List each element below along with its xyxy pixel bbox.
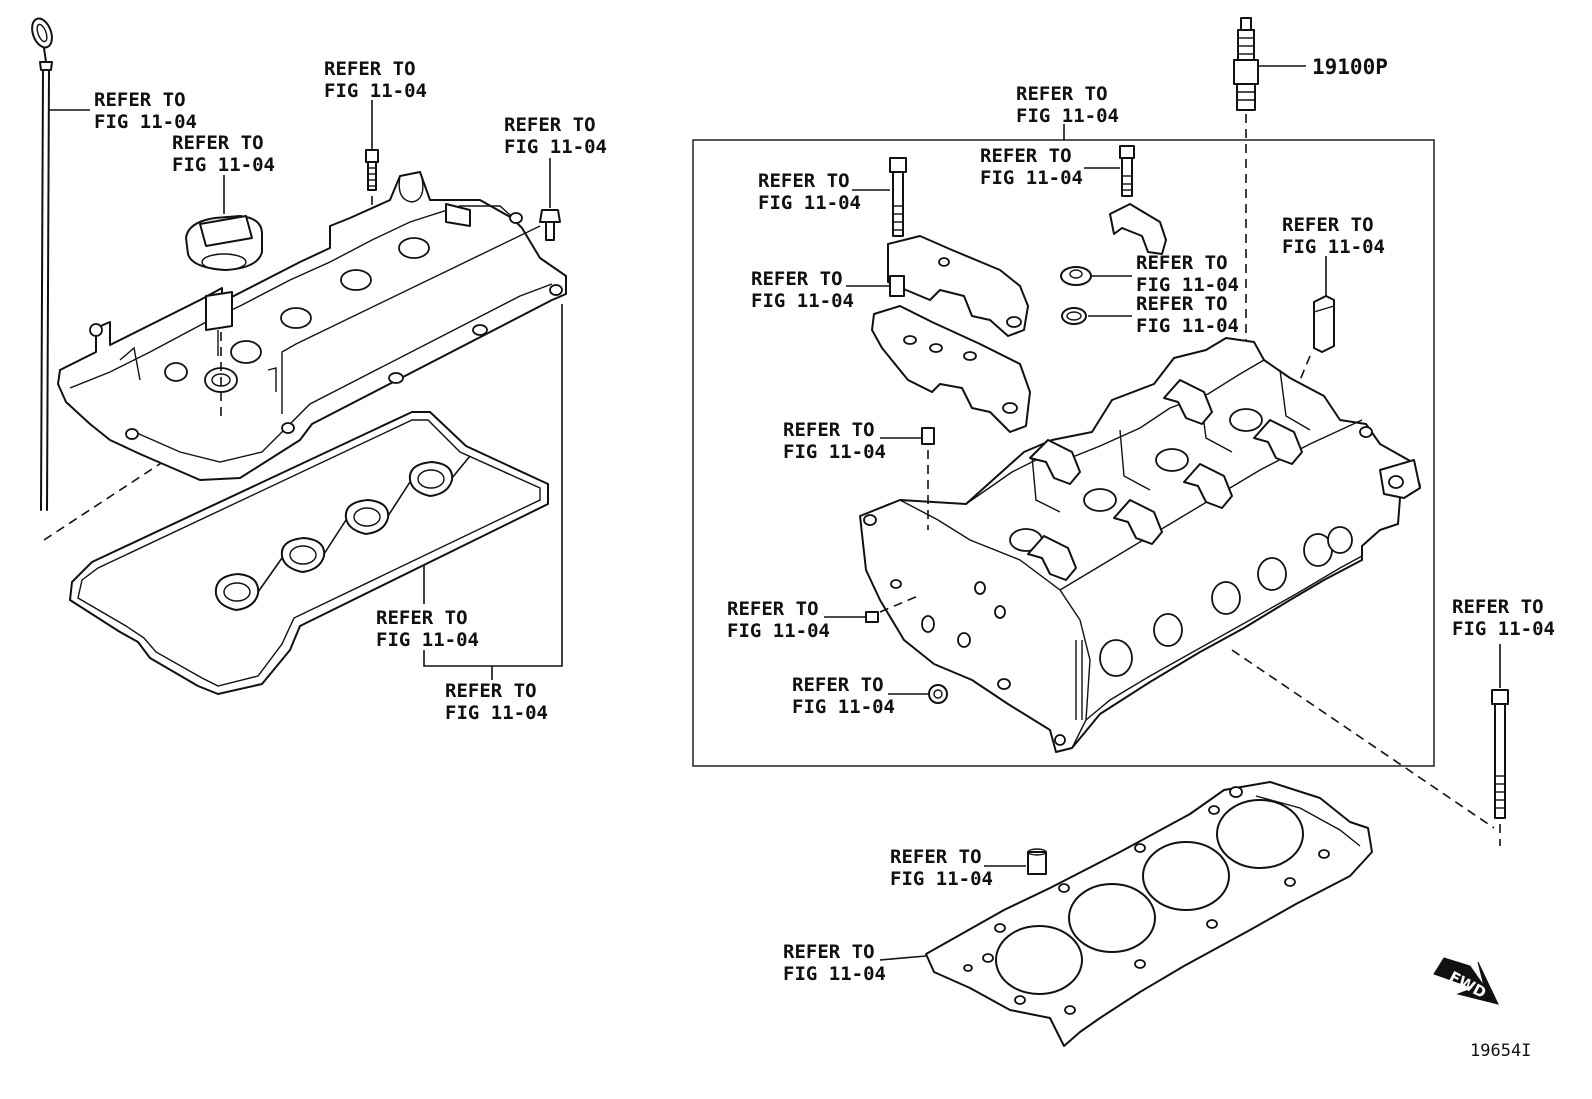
svg-text:FIG 11-04: FIG 11-04 (1282, 236, 1385, 258)
cam-cap-part (1109, 203, 1167, 255)
label-cam-housing-bolt: REFER TO FIG 11-04 (758, 170, 861, 214)
svg-text:REFER TO: REFER TO (758, 170, 850, 192)
forward-direction-arrow: FWD (1433, 957, 1499, 1005)
label-side-plug: REFER TO FIG 11-04 (792, 674, 895, 718)
label-head-gasket: REFER TO FIG 11-04 (783, 941, 886, 985)
svg-text:REFER TO: REFER TO (783, 419, 875, 441)
label-plug-gasket: REFER TO FIG 11-04 (445, 680, 548, 724)
svg-text:FIG 11-04: FIG 11-04 (980, 167, 1083, 189)
svg-text:FIG 11-04: FIG 11-04 (751, 290, 854, 312)
label-valve-washer: REFER TO FIG 11-04 (1136, 293, 1239, 337)
oil-filler-cap-part (185, 175, 263, 271)
label-dipstick: REFER TO FIG 11-04 (94, 89, 197, 133)
svg-text:FIG 11-04: FIG 11-04 (504, 136, 607, 158)
spark-plug-part (1233, 17, 1306, 438)
label-cover-bolt: REFER TO FIG 11-04 (504, 114, 607, 158)
label-cover-gasket: REFER TO FIG 11-04 (376, 607, 479, 651)
svg-text:REFER TO: REFER TO (376, 607, 468, 629)
label-housing-pin: REFER TO FIG 11-04 (751, 268, 854, 312)
head-gasket-part (879, 781, 1373, 1047)
cylinder-head-cover-part (57, 171, 567, 481)
svg-text:FIG 11-04: FIG 11-04 (1016, 105, 1119, 127)
svg-text:REFER TO: REFER TO (783, 941, 875, 963)
svg-text:FIG 11-04: FIG 11-04 (172, 154, 275, 176)
plug-gasket-leader (423, 304, 563, 680)
label-gasket-pin: REFER TO FIG 11-04 (890, 846, 993, 890)
label-head-pin: REFER TO FIG 11-04 (783, 419, 886, 463)
cover-bolt-part (539, 158, 561, 241)
label-head-subassembly: REFER TO FIG 11-04 (1016, 83, 1119, 127)
label-side-stud: REFER TO FIG 11-04 (727, 598, 830, 642)
svg-text:FIG 11-04: FIG 11-04 (1136, 315, 1239, 337)
svg-text:REFER TO: REFER TO (172, 132, 264, 154)
svg-text:FIG 11-04: FIG 11-04 (445, 702, 548, 724)
svg-text:FIG 11-04: FIG 11-04 (1136, 274, 1239, 296)
valve-seal-part (1060, 266, 1132, 286)
svg-text:FIG 11-04: FIG 11-04 (324, 80, 427, 102)
valve-washer-part (1061, 307, 1132, 325)
svg-text:REFER TO: REFER TO (324, 58, 416, 80)
svg-text:REFER TO: REFER TO (1016, 83, 1108, 105)
svg-text:FIG 11-04: FIG 11-04 (890, 868, 993, 890)
svg-text:REFER TO: REFER TO (1282, 214, 1374, 236)
svg-text:FIG 11-04: FIG 11-04 (94, 111, 197, 133)
svg-text:FIG 11-04: FIG 11-04 (758, 192, 861, 214)
svg-text:FIG 11-04: FIG 11-04 (727, 620, 830, 642)
svg-text:REFER TO: REFER TO (980, 145, 1072, 167)
cam-cap-bolt-part (1084, 145, 1135, 197)
svg-text:FIG 11-04: FIG 11-04 (792, 696, 895, 718)
camshaft-housing-part (871, 235, 1031, 433)
illustration-number: 19654I (1470, 1041, 1531, 1061)
housing-pin-part (846, 275, 905, 297)
label-head-bolt: REFER TO FIG 11-04 (1452, 596, 1555, 640)
svg-text:REFER TO: REFER TO (1136, 252, 1228, 274)
label-cover-stud: REFER TO FIG 11-04 (324, 58, 427, 102)
cover-gasket-part (69, 411, 549, 695)
spark-plug-part-number: 19100P (1312, 55, 1388, 79)
side-stud-part (824, 595, 919, 623)
label-plug-tube: REFER TO FIG 11-04 (1282, 214, 1385, 258)
head-bolt-part (1231, 644, 1509, 846)
svg-text:REFER TO: REFER TO (751, 268, 843, 290)
gasket-pin-part (984, 848, 1047, 875)
label-cam-cap-bolt: REFER TO FIG 11-04 (980, 145, 1083, 189)
side-plug-part (888, 684, 948, 704)
svg-text:REFER TO: REFER TO (504, 114, 596, 136)
head-pin-part (880, 427, 935, 530)
svg-text:FIG 11-04: FIG 11-04 (783, 441, 886, 463)
svg-text:REFER TO: REFER TO (445, 680, 537, 702)
svg-text:REFER TO: REFER TO (1452, 596, 1544, 618)
svg-text:REFER TO: REFER TO (94, 89, 186, 111)
label-valve-seal: REFER TO FIG 11-04 (1136, 252, 1239, 296)
svg-text:FIG 11-04: FIG 11-04 (783, 963, 886, 985)
svg-text:REFER TO: REFER TO (792, 674, 884, 696)
svg-text:REFER TO: REFER TO (727, 598, 819, 620)
svg-text:FIG 11-04: FIG 11-04 (1452, 618, 1555, 640)
svg-text:FIG 11-04: FIG 11-04 (376, 629, 479, 651)
svg-text:REFER TO: REFER TO (1136, 293, 1228, 315)
svg-text:REFER TO: REFER TO (890, 846, 982, 868)
cam-housing-bolt-part (852, 157, 907, 237)
cylinder-head-part (859, 337, 1421, 753)
label-oil-filler-cap: REFER TO FIG 11-04 (172, 132, 275, 176)
